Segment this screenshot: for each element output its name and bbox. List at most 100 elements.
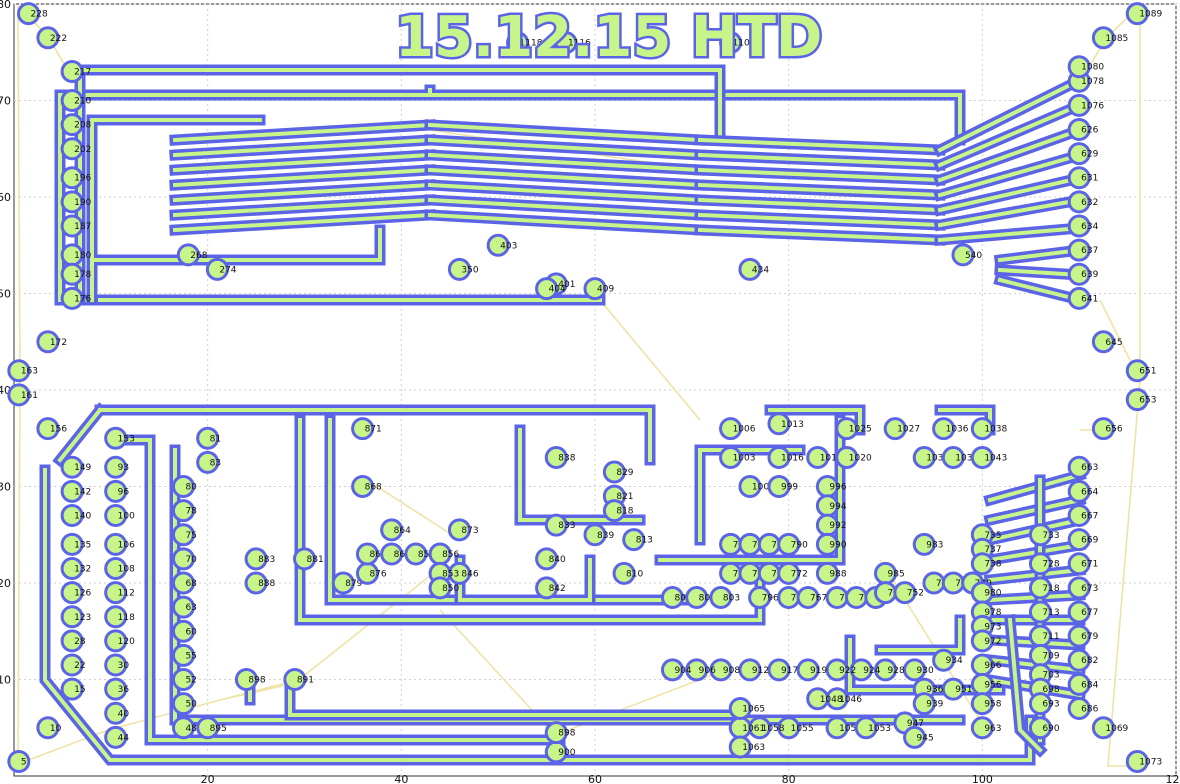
pad-label: 861	[394, 550, 411, 560]
pad-713: 713	[1028, 600, 1060, 624]
pad-112: 112	[104, 581, 135, 605]
pad-label: 996	[829, 483, 846, 493]
pad-circle	[685, 585, 709, 609]
pad-label: 1069	[1105, 724, 1128, 734]
pad-circle	[738, 658, 762, 682]
pad-label: 196	[74, 174, 91, 184]
pad-label: 172	[50, 338, 67, 348]
pad-818: 818	[602, 499, 634, 523]
pad-circle	[1067, 479, 1091, 503]
pad-label: 409	[597, 285, 614, 295]
pad-140: 140	[60, 503, 92, 527]
pad-988: 988	[815, 561, 847, 585]
pad-label: 36	[118, 685, 130, 695]
pad-circle	[1067, 576, 1091, 600]
pad-circle	[1125, 388, 1149, 412]
pad-circle	[36, 417, 60, 441]
pad-873: 873	[447, 518, 479, 542]
pad-label: 1080	[1081, 63, 1104, 73]
pad-label: 924	[863, 666, 880, 676]
y-tick-label: 80	[0, 0, 11, 11]
pad-861: 861	[380, 542, 411, 566]
pad-circle	[1067, 696, 1091, 720]
pad-1076: 1076	[1067, 93, 1104, 117]
pad-label: 864	[394, 526, 411, 536]
pad-123: 123	[60, 605, 91, 629]
pad-circle	[205, 257, 229, 281]
pad-label: 988	[829, 569, 846, 579]
pad-label: 767	[810, 593, 827, 603]
pad-1025: 1025	[835, 417, 872, 441]
pad-label: 735	[984, 531, 1001, 541]
pad-label: 1050	[839, 724, 862, 734]
pad-label: 70	[185, 555, 197, 565]
pad-circle	[1028, 523, 1052, 547]
pad-1073: 1073	[1125, 750, 1162, 774]
pad-label: 1036	[946, 425, 969, 435]
pad-label: 904	[674, 666, 691, 676]
pad-label: 808	[674, 593, 691, 603]
pad-126: 126	[60, 581, 92, 605]
pad-180: 180	[60, 243, 92, 267]
pad-728: 728	[1028, 552, 1060, 576]
pad-label: 868	[365, 483, 382, 493]
pad-label: 140	[74, 511, 91, 521]
pad-106: 106	[104, 532, 135, 556]
pad-label: 951	[955, 685, 972, 695]
pad-945: 945	[903, 725, 934, 749]
pad-circle	[283, 668, 307, 691]
pad-label: 1055	[791, 724, 814, 734]
pad-circle	[104, 479, 128, 503]
pad-833: 833	[544, 513, 575, 537]
pad-label: 40	[118, 709, 130, 719]
pad-circle	[777, 716, 801, 740]
pad-circle	[60, 60, 84, 84]
pad-label: 803	[723, 593, 740, 603]
pad-1000: 1000	[738, 475, 775, 498]
pad-circle	[404, 542, 428, 566]
pad-circle	[583, 523, 607, 547]
pad-label: 888	[258, 579, 275, 589]
pad-circle	[36, 716, 60, 740]
pad-label: 83	[210, 458, 221, 468]
pad-898b: 898	[544, 721, 576, 745]
pad-label: 1065	[742, 704, 765, 714]
pad-796: 796	[748, 585, 779, 609]
pad-label: 178	[74, 270, 91, 280]
pad-circle	[970, 692, 994, 716]
pad-930: 930	[903, 658, 934, 682]
pad-1118: 1118	[506, 31, 543, 55]
pad-10: 10	[36, 716, 62, 740]
pad-circle	[171, 619, 195, 643]
pad-135: 135	[60, 532, 91, 556]
pad-label: 900	[558, 748, 575, 758]
pad-label: 68	[185, 579, 197, 589]
pad-label: 5	[21, 758, 27, 768]
pad-22: 22	[60, 653, 86, 677]
pad-653: 653	[1125, 388, 1156, 412]
pad-circle	[104, 455, 128, 479]
pad-label: 123	[74, 613, 91, 623]
pad-895: 895	[196, 716, 227, 740]
pad-label: 856	[442, 550, 459, 560]
pad-228: 228	[17, 2, 48, 26]
pad-label: 163	[21, 367, 38, 377]
trace-core	[697, 137, 943, 243]
pad-circle	[1067, 190, 1091, 214]
pad-806: 806	[685, 585, 716, 609]
pad-circle	[171, 499, 195, 523]
pad-label: 274	[219, 265, 236, 275]
pad-circle	[104, 426, 128, 450]
pad-circle	[1028, 692, 1052, 716]
pad-667: 667	[1067, 503, 1098, 527]
pad-404: 404	[535, 277, 566, 301]
pad-176: 176	[60, 286, 92, 310]
pad-circle	[777, 561, 801, 585]
pad-label: 939	[926, 700, 943, 710]
pad-label: 772	[791, 569, 808, 579]
pad-circle	[622, 528, 646, 552]
pad-label: 673	[1081, 584, 1098, 594]
pad-label: 891	[297, 676, 314, 686]
pad-circle	[970, 629, 994, 653]
